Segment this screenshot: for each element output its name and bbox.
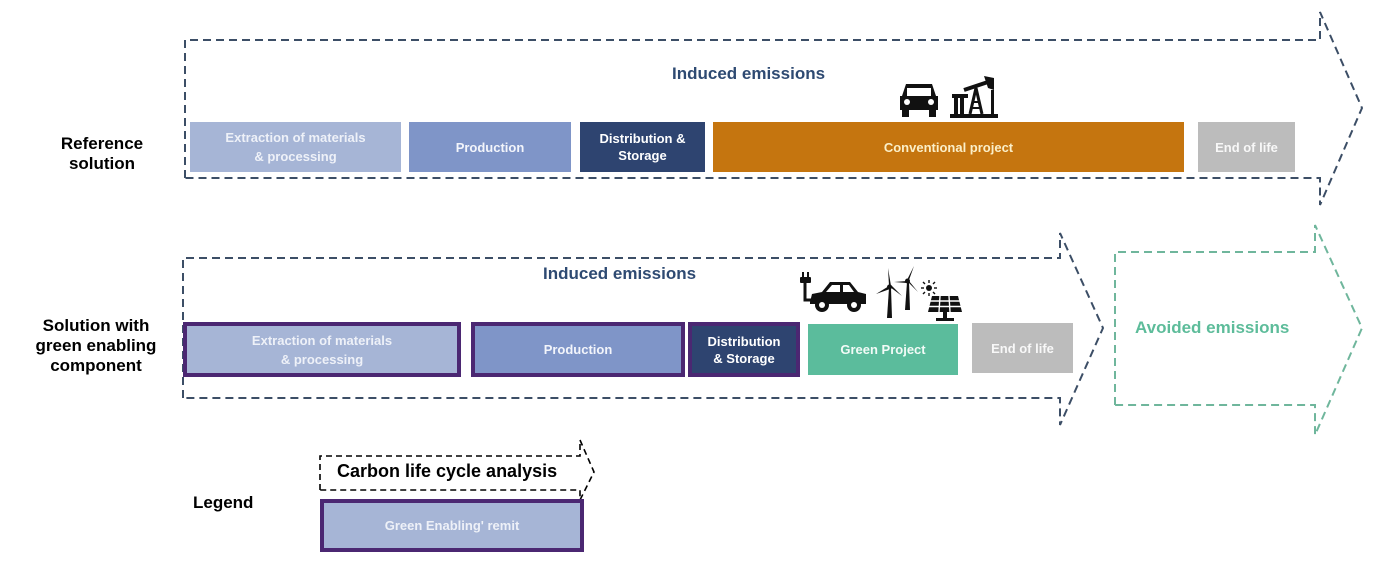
stage-distribution-reference: Distribution & Storage bbox=[580, 122, 705, 172]
reference-induced-emissions-title: Induced emissions bbox=[672, 64, 826, 83]
avoided-emissions-title: Avoided emissions bbox=[1135, 318, 1290, 337]
green-induced-arrow bbox=[182, 232, 1105, 426]
stage-label: Distribution & bbox=[599, 131, 686, 146]
stage-label: End of life bbox=[1215, 139, 1278, 155]
stage-label: Green Project bbox=[840, 342, 926, 357]
stage-green-project: Green Project bbox=[808, 324, 958, 375]
legend-remit-label: Green Enabling' remit bbox=[384, 518, 520, 533]
legend-lca-arrow bbox=[319, 439, 595, 501]
stage-label: Production bbox=[543, 342, 613, 357]
wind-turbine-icon bbox=[876, 266, 922, 325]
stage-conventional-project: Conventional project bbox=[713, 122, 1184, 172]
avoided-emissions-arrow bbox=[1114, 224, 1364, 436]
stage-label: Conventional project bbox=[883, 139, 1014, 155]
stage-production-reference: Production bbox=[409, 122, 571, 172]
solar-panel-icon bbox=[920, 280, 964, 327]
oil-pump-icon bbox=[950, 76, 998, 123]
row-label-line: green enabling bbox=[35, 336, 157, 355]
row-label-line: Reference bbox=[60, 134, 144, 153]
stage-label: Distribution bbox=[707, 333, 781, 349]
stage-end-of-life-green: End of life bbox=[972, 323, 1073, 373]
electric-car-icon bbox=[798, 272, 868, 319]
legend-title: Legend bbox=[193, 493, 254, 512]
stage-label: Extraction of materials bbox=[225, 130, 366, 145]
stage-extraction-green: Extraction of materials & processing bbox=[183, 322, 461, 377]
stage-label: Production bbox=[455, 139, 525, 155]
car-icon bbox=[898, 80, 940, 123]
row-label-green: Solution with green enabling component bbox=[30, 316, 162, 376]
stage-label: Storage bbox=[618, 148, 667, 163]
stage-label: Extraction of materials bbox=[251, 332, 393, 348]
row-label-line: component bbox=[50, 356, 142, 375]
stage-distribution-green: Distribution& Storage bbox=[688, 322, 800, 377]
stage-production-green: Production bbox=[471, 322, 685, 377]
stage-label: & processing bbox=[254, 149, 337, 164]
row-label-line: solution bbox=[68, 154, 136, 173]
stage-extraction-reference: Extraction of materials & processing bbox=[190, 122, 401, 172]
reference-induced-arrow bbox=[184, 11, 1364, 206]
stage-label: End of life bbox=[991, 340, 1054, 356]
stage-label: & Storage bbox=[713, 350, 775, 366]
stage-end-of-life-reference: End of life bbox=[1198, 122, 1295, 172]
row-label-reference: Reference solution bbox=[52, 134, 152, 174]
green-induced-emissions-title: Induced emissions bbox=[543, 264, 697, 283]
legend-remit-box: Green Enabling' remit bbox=[320, 499, 584, 552]
legend-lca-label: Carbon life cycle analysis bbox=[337, 461, 558, 481]
stage-label: & processing bbox=[280, 351, 364, 367]
row-label-line: Solution with bbox=[42, 316, 150, 335]
